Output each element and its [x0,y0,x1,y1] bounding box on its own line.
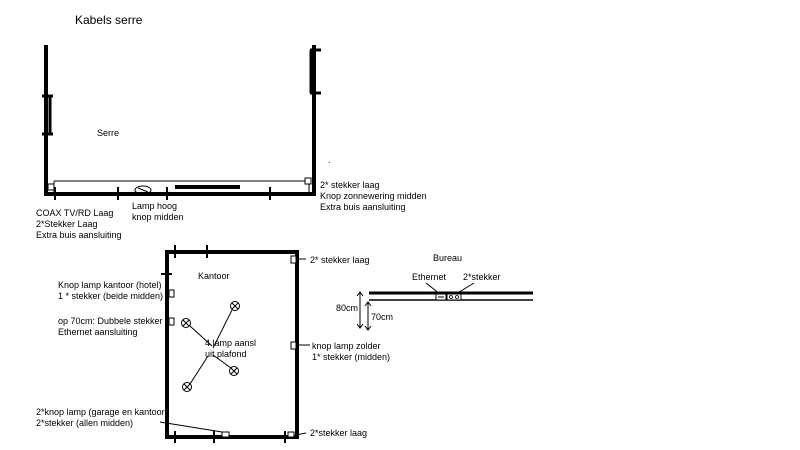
serre-room-label: Serre [97,128,119,138]
serre-right-annotation: 2* stekker laag Knop zonnewering midden … [320,180,429,212]
serre-plan: . Serre COAX TV/RD Laag 2*Stekker Laag E… [36,45,429,240]
kantoor-ceiling-annotation: 4 lamp aansl uit plafond [205,338,259,359]
kantoor-top-right-annotation: 2* stekker laag [310,255,370,265]
kantoor-socket-top-left [168,289,175,298]
kantoor-socket-mid-right [290,341,297,350]
kantoor-bottom-left-annotation: 2*knop lamp (garage en kantoor) 2*stekke… [36,407,170,428]
lamp-symbol [182,382,192,392]
dimension-80cm-label: 80cm [336,303,358,313]
serre-socket-right [304,177,312,185]
diagram-title: Kabels serre [75,13,143,27]
bureau-plan: Bureau Ethernet 2*stekker 80cm 70cm [336,253,533,331]
serre-small-dot: . [328,155,331,165]
kantoor-socket-bottom-mid [221,431,230,438]
stekker-label: 2*stekker [463,272,501,282]
serre-lamp-annotation: Lamp hoog knop midden [132,201,184,222]
lamp-symbol [230,301,240,311]
dimension-70cm-label: 70cm [371,312,393,322]
kantoor-socket-top-right [290,255,297,264]
kantoor-socket-mid-left [168,317,175,326]
serre-socket-left [47,183,55,191]
kantoor-plan: Kantoor 4 lamp aansl uit plafond Knop la… [36,245,390,443]
kantoor-room-label: Kantoor [198,271,230,281]
kantoor-top-left-annotation: Knop lamp kantoor (hotel) 1 * stekker (b… [58,280,164,301]
bureau-title: Bureau [433,253,462,263]
kantoor-mid-left-annotation: op 70cm: Dubbele stekker Ethernet aanslu… [58,316,165,337]
kantoor-socket-bottom-right [287,431,295,438]
serre-lamp-symbol [134,185,152,195]
lamp-symbol [229,366,239,376]
kantoor-bottom-right-annotation: 2*stekker laag [310,428,367,438]
kantoor-mid-right-annotation: knop lamp zolder 1* stekker (midden) [312,341,390,362]
lamp-symbol [181,318,191,328]
double-socket [446,293,462,301]
serre-left-annotation: COAX TV/RD Laag 2*Stekker Laag Extra bui… [36,208,122,240]
ceiling-lamps [181,301,240,392]
ethernet-label: Ethernet [412,272,447,282]
